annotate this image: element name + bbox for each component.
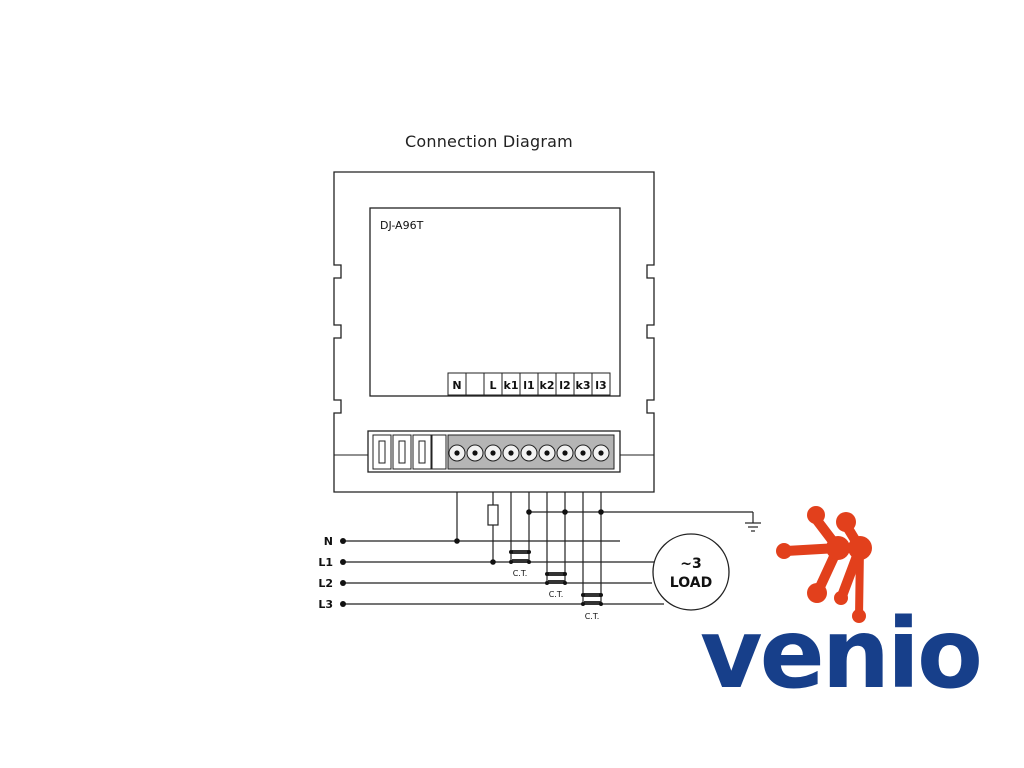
line-label-l3: L3	[318, 598, 333, 611]
junction-dots	[454, 509, 604, 565]
line-terminals	[340, 538, 346, 607]
line-label-l2: L2	[318, 577, 333, 590]
terminal-label: L	[489, 379, 496, 392]
terminal-label: k1	[504, 379, 519, 392]
load-circle	[652, 533, 730, 611]
venio-logo-mark	[776, 506, 872, 623]
terminal-label: l2	[559, 379, 570, 392]
model-label: DJ-A96T	[380, 219, 424, 232]
terminal-label: l1	[523, 379, 534, 392]
terminal-label-row: N L k1 l1 k2 l2 k3 l3	[447, 372, 611, 396]
terminal-screws	[447, 434, 615, 470]
diagram-title: Connection Diagram	[405, 132, 573, 151]
terminal-block	[367, 430, 621, 473]
current-transformer-3	[581, 593, 603, 606]
current-transformer-1	[509, 550, 531, 564]
meter-case	[333, 171, 655, 493]
empty-terminal-slots	[372, 434, 447, 470]
terminal-label: N	[452, 379, 461, 392]
venio-logo-text: venio	[700, 598, 983, 710]
current-transformer-2	[545, 572, 567, 585]
display-panel	[369, 207, 621, 397]
load-label: LOAD	[670, 575, 712, 591]
terminal-label: k3	[576, 379, 591, 392]
line-label-n: N	[324, 535, 333, 548]
ct-label: C.T.	[549, 590, 564, 599]
line-label-l1: L1	[318, 556, 333, 569]
ground-icon	[745, 522, 761, 532]
fuse	[487, 504, 499, 526]
ct-label: C.T.	[585, 612, 600, 621]
terminal-label: k2	[540, 379, 555, 392]
terminal-label: l3	[595, 379, 606, 392]
ct-label: C.T.	[513, 569, 528, 578]
load-phase-label: ~3	[680, 556, 701, 572]
